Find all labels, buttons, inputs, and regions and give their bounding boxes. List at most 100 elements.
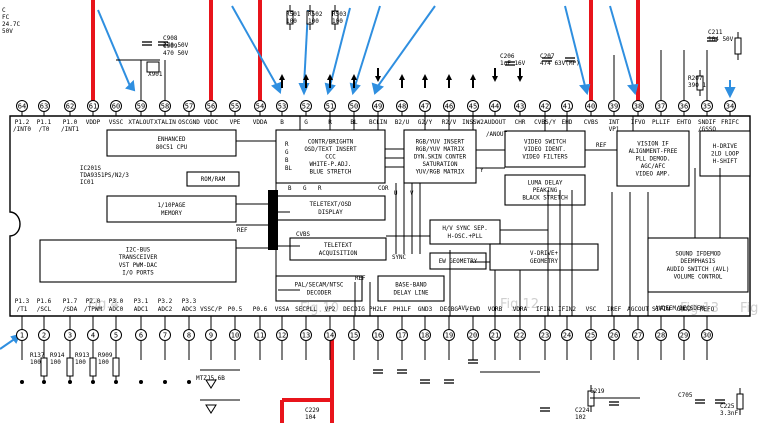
top-pin-marker — [276, 100, 288, 112]
bottom-pin-number: 2 — [42, 332, 46, 340]
bottom-pin-number: 4 — [91, 332, 95, 340]
block-text: AGC/AFC — [641, 164, 666, 170]
signal-label: G — [303, 186, 307, 192]
bottom-pin-marker — [300, 329, 312, 341]
block-text: VIDEO FILTERS — [522, 155, 568, 161]
bottom-pin-marker — [561, 329, 573, 341]
top-pin-label: IFVO — [631, 119, 646, 126]
component-ref: MTZJ5.6B — [196, 375, 225, 382]
bottom-pin-label: DECDIG — [343, 306, 365, 313]
watermark-text: Fig — [740, 301, 758, 316]
top-pin-marker — [16, 100, 28, 112]
signal-label: AUDEEM/DECSDEM — [655, 306, 704, 312]
top-pin-label: R2/V — [442, 119, 457, 126]
component-ref: C224 — [575, 407, 590, 414]
bottom-pin-label: /T1 — [17, 306, 28, 313]
top-pin-number: 35 — [703, 103, 711, 111]
top-pin-marker — [135, 100, 147, 112]
block-romram — [186, 171, 240, 187]
signal-label: CVBS — [296, 232, 310, 238]
bottom-pin-marker — [701, 329, 713, 341]
signal-label: SYNC — [392, 255, 406, 261]
bottom-pin-number: 21 — [491, 332, 499, 340]
bottom-pin-number: 9 — [209, 332, 213, 340]
signal-label: BL — [285, 166, 292, 172]
top-pin-label: SNDIF — [698, 119, 716, 126]
top-pin-number: 50 — [350, 103, 358, 111]
bottom-pin-label: VP2 — [325, 306, 336, 313]
bottom-pin-number: 23 — [541, 332, 549, 340]
bottom-pin-label: P1.6 — [37, 298, 52, 305]
block-text: TELETEXT/OSD — [310, 202, 352, 208]
top-pin-label: G2/Y — [418, 119, 433, 126]
component-ref: C229 — [305, 407, 320, 414]
signal-label: B — [288, 186, 292, 192]
top-pin-marker — [300, 100, 312, 112]
top-pin-number: 37 — [657, 103, 665, 111]
bottom-pin-marker — [655, 329, 667, 341]
block-text: BASE-BAND — [395, 283, 427, 289]
block-text: DYN.SKIN CONTER — [414, 155, 467, 161]
top-pin-number: 55 — [231, 103, 239, 111]
bottom-pin-marker — [348, 329, 360, 341]
top-pin-marker — [514, 100, 526, 112]
bottom-pin-marker — [159, 329, 171, 341]
bottom-pin-label: /EWD — [466, 306, 481, 313]
block-text: RGB/YUV INSERT — [416, 139, 465, 145]
watermark-text: Fig.13 — [680, 301, 719, 316]
block-text: SOUND IFDEMOD — [675, 252, 721, 258]
top-pin-number: 38 — [634, 103, 642, 111]
bottom-pin-marker — [678, 329, 690, 341]
component-value: 104 — [305, 414, 316, 421]
bottom-pin-label: IFIN2 — [558, 306, 576, 313]
block-ewgeo — [429, 252, 487, 270]
top-pin-label: /GSSO — [698, 126, 716, 133]
signal-label: G — [285, 150, 289, 156]
watermark-text: Fig.4 — [88, 297, 119, 312]
top-pin-marker — [205, 100, 217, 112]
block-text: TELETEXT — [324, 243, 352, 249]
block-palsecam — [275, 275, 363, 302]
block-hdrive — [699, 130, 751, 177]
bottom-pin-marker — [205, 329, 217, 341]
top-pin-number: 56 — [207, 103, 215, 111]
block-text: H-OSC.+PLL — [448, 234, 483, 240]
block-vdrive — [489, 243, 599, 271]
top-pin-label: VDDP — [86, 119, 101, 126]
component-ref: C705 — [678, 392, 693, 399]
bottom-pin-number: 24 — [563, 332, 571, 340]
bottom-pin-marker — [110, 329, 122, 341]
bottom-pin-label: P3.1 — [134, 298, 149, 305]
bottom-pin-marker — [229, 329, 241, 341]
block-text: VISION IF — [637, 141, 669, 147]
top-pin-number: 36 — [680, 103, 688, 111]
block-text: ACQUISITION — [319, 251, 358, 257]
block-text: ROM/RAM — [201, 177, 226, 183]
top-pin-label: B — [280, 119, 284, 126]
bottom-pin-number: 3 — [68, 332, 72, 340]
top-pin-number: 47 — [421, 103, 429, 111]
bottom-pin-label: GND2 — [677, 306, 692, 313]
bottom-pin-marker — [632, 329, 644, 341]
top-pin-label: BL — [350, 119, 358, 126]
top-pin-number: 42 — [541, 103, 549, 111]
bottom-pin-label: PH2LF — [369, 306, 387, 313]
block-text: BLUE STRETCH — [310, 170, 352, 176]
block-text: PAL/SECAM/NTSC — [295, 283, 344, 289]
block-text: 1/10PAGE — [158, 203, 186, 209]
bottom-pin-label: P3.2 — [158, 298, 173, 305]
bottom-pin-number: 7 — [163, 332, 167, 340]
bottom-pin-label: REFO — [700, 306, 715, 313]
top-pin-number: 64 — [18, 103, 26, 111]
component-value: 3.3nF — [720, 410, 738, 417]
bottom-pin-label: P0.6 — [253, 306, 268, 313]
block-text: VIDEO AMP. — [636, 172, 671, 178]
block-visionif — [616, 130, 690, 187]
block-baseband — [377, 275, 445, 302]
block-text: H/V SYNC SEP. — [442, 226, 487, 232]
component-ref: R501 — [286, 11, 301, 18]
bottom-pin-number: 5 — [114, 332, 118, 340]
bottom-pin-number: 26 — [610, 332, 618, 340]
component-value: 100 — [286, 18, 297, 25]
